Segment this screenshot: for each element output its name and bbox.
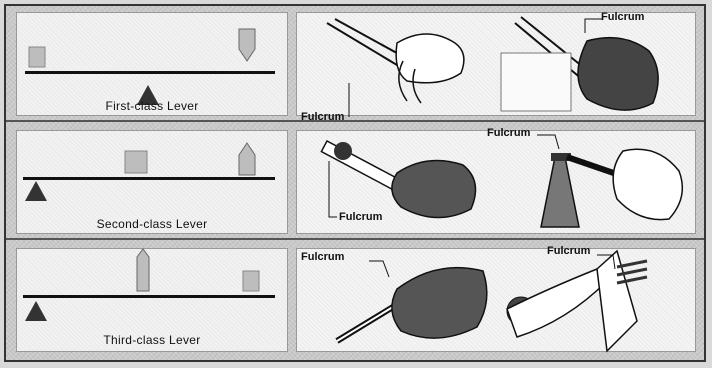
second-class-lever-panel: Second-class Lever	[16, 130, 288, 234]
nut	[334, 142, 352, 160]
effort-arrow	[239, 143, 255, 175]
lever-bar	[23, 177, 275, 180]
pliers-hand	[396, 34, 464, 83]
scissors-hand	[578, 38, 658, 110]
fulcrum-triangle	[25, 301, 47, 321]
fulcrum-pointer	[329, 161, 337, 217]
nutcracker-hand	[392, 161, 476, 218]
row-first-class: First-class Lever Fulcrum Fulcrum	[6, 6, 704, 122]
opener-hand	[613, 149, 682, 219]
pliers-handle	[327, 23, 407, 71]
load-block	[125, 151, 147, 173]
third-class-lever-panel: Third-class Lever	[16, 248, 288, 352]
lever-diagram-frame: First-class Lever Fulcrum Fulcrum	[4, 4, 706, 362]
fulcrum-label: Fulcrum	[547, 245, 590, 257]
effort-arrow	[239, 29, 255, 61]
fulcrum-label: Fulcrum	[601, 11, 644, 23]
paper-sheet	[501, 53, 571, 111]
third-class-examples-panel: Fulcrum Fulcrum	[296, 248, 696, 352]
load-block	[29, 47, 45, 67]
fulcrum-triangle	[25, 181, 47, 201]
row-second-class: Second-class Lever Fulcrum Fulcrum	[6, 124, 704, 240]
bottle	[541, 157, 579, 227]
fulcrum-label: Fulcrum	[487, 127, 530, 139]
fulcrum-label: Fulcrum	[301, 111, 344, 123]
row-third-class: Third-class Lever Fulcrum Fulcrum	[6, 242, 704, 358]
fulcrum-label: Fulcrum	[301, 251, 344, 263]
tweezers-hand	[392, 268, 487, 339]
second-class-examples-panel: Fulcrum Fulcrum	[296, 130, 696, 234]
lever-caption: Second-class Lever	[17, 217, 287, 231]
load-block	[243, 271, 259, 291]
fulcrum-pointer	[537, 135, 559, 149]
lever-bar	[23, 295, 275, 298]
effort-arrow	[137, 249, 149, 291]
lever-caption: Third-class Lever	[17, 333, 287, 347]
lever-bar	[25, 71, 275, 74]
pliers-and-scissors-illustration	[297, 13, 697, 117]
fulcrum-label: Fulcrum	[339, 211, 382, 223]
fulcrum-pointer	[369, 261, 389, 277]
first-class-examples-panel: Fulcrum Fulcrum	[296, 12, 696, 116]
forearm	[507, 269, 607, 337]
lever-caption: First-class Lever	[17, 99, 287, 113]
tweezers-and-forearm-illustration	[297, 249, 697, 353]
first-class-lever-panel: First-class Lever	[16, 12, 288, 116]
